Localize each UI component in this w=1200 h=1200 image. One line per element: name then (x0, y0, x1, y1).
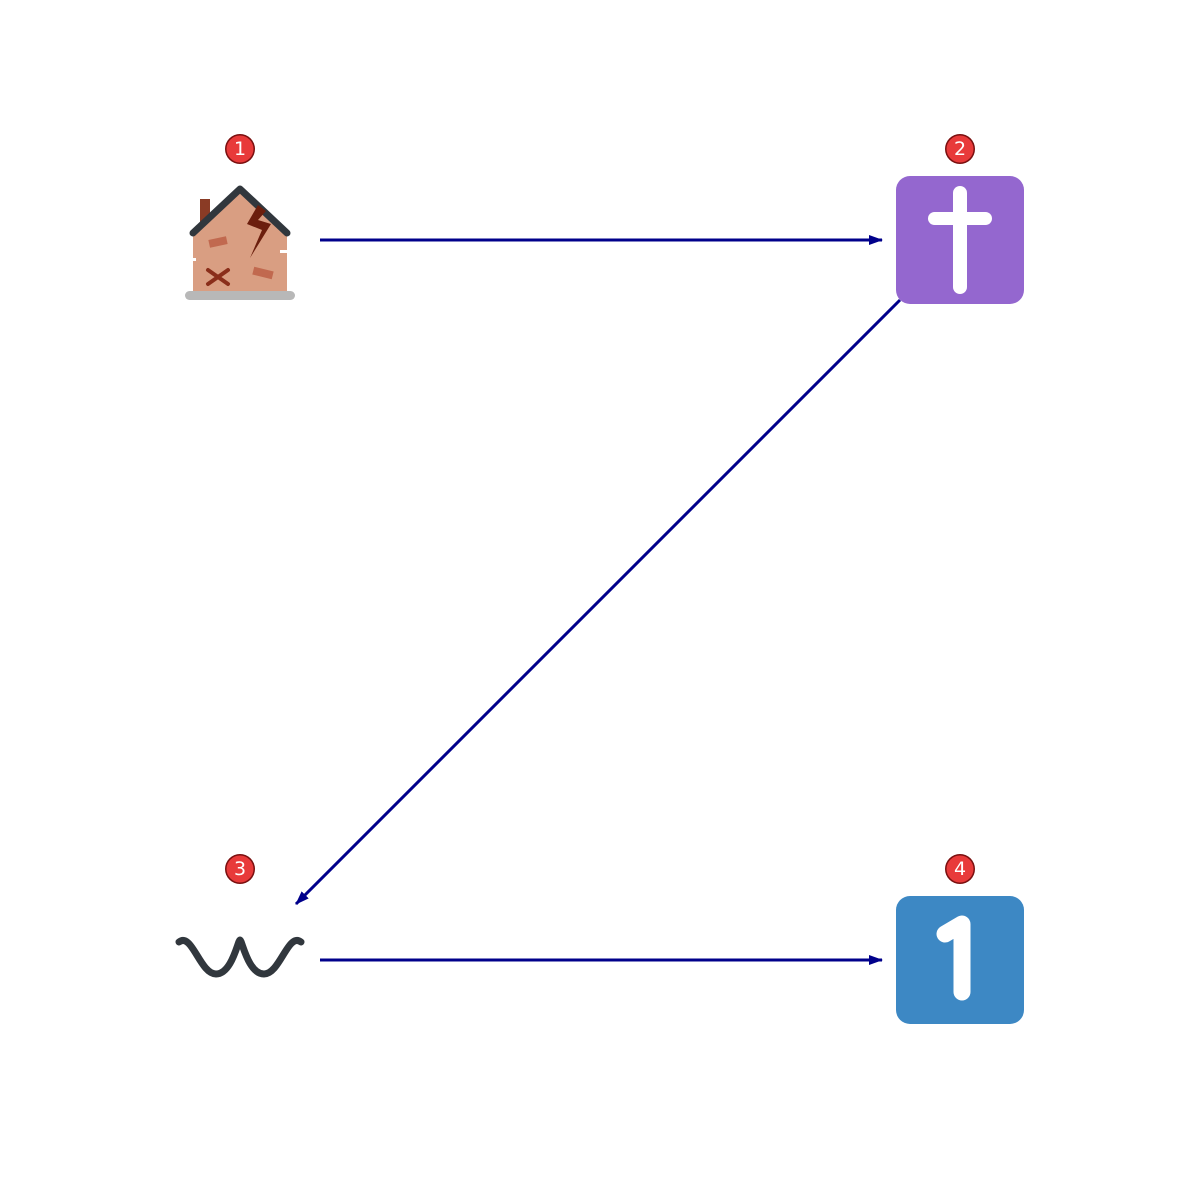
latin-cross-icon (896, 176, 1024, 304)
node-badge-label: 1 (234, 138, 246, 160)
node-badge: 3 (225, 854, 255, 884)
node-3[interactable]: 3 (175, 854, 305, 978)
derelict-house-icon (185, 185, 295, 300)
node-4[interactable]: 4 (896, 854, 1024, 1024)
keycap-one-icon (896, 896, 1024, 1024)
edge-2-to-3 (294, 298, 902, 906)
node-badge: 2 (945, 134, 975, 164)
wavy-dash-icon (175, 936, 305, 978)
node-badge-label: 2 (954, 138, 966, 160)
node-badge-label: 3 (234, 858, 246, 880)
node-badge-label: 4 (954, 858, 966, 880)
node-1[interactable]: 1 (185, 134, 295, 300)
node-badge: 4 (945, 854, 975, 884)
node-badge: 1 (225, 134, 255, 164)
node-2[interactable]: 2 (896, 134, 1024, 304)
edges (294, 235, 902, 965)
